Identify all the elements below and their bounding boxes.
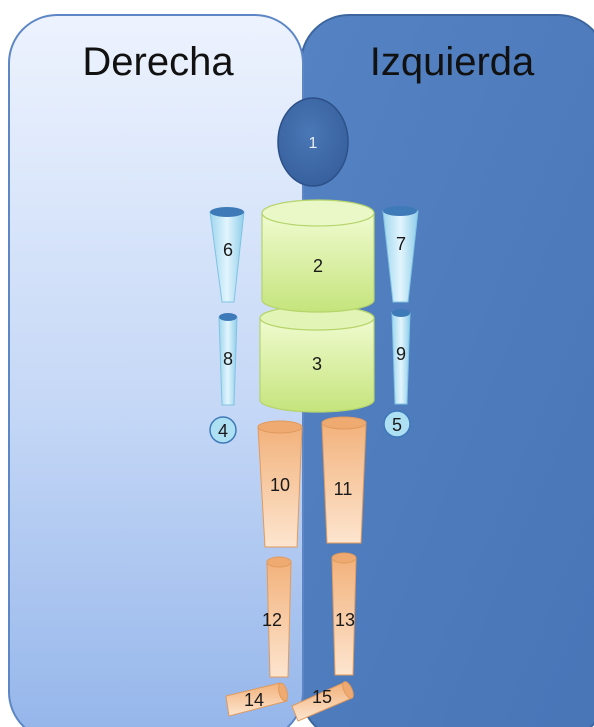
segment-4-right-hand: 4 xyxy=(209,416,237,444)
segment-2-label: 2 xyxy=(313,256,323,276)
segment-10-right-thigh: 10 xyxy=(257,420,303,548)
segment-12-label: 12 xyxy=(262,610,282,630)
segment-3-lower-trunk: 3 xyxy=(259,305,375,413)
segment-14-label: 14 xyxy=(244,690,264,710)
segment-15-label: 15 xyxy=(312,687,332,707)
segment-4-label: 4 xyxy=(218,421,228,441)
segment-3-label: 3 xyxy=(312,354,322,374)
segment-7-label: 7 xyxy=(396,234,406,254)
segment-13-label: 13 xyxy=(335,610,355,630)
segment-1-label: 1 xyxy=(309,135,318,152)
segment-6-label: 6 xyxy=(223,240,233,260)
segment-11-left-thigh: 11 xyxy=(321,416,367,544)
segment-1-head: 1 xyxy=(277,97,349,187)
segment-5-label: 5 xyxy=(392,415,402,435)
segment-7-left-upper-arm: 7 xyxy=(382,206,419,303)
segment-15-left-foot: 15 xyxy=(291,681,354,722)
segment-12-right-shank: 12 xyxy=(262,556,292,678)
segment-9-left-forearm: 9 xyxy=(391,309,411,405)
segment-8-right-forearm: 8 xyxy=(218,313,238,406)
segment-5-left-hand: 5 xyxy=(383,410,411,438)
segment-14-right-foot: 14 xyxy=(225,682,289,717)
segment-11-label: 11 xyxy=(334,479,353,499)
segment-10-label: 10 xyxy=(270,475,290,495)
segment-13-left-shank: 13 xyxy=(331,552,357,676)
segment-8-label: 8 xyxy=(223,349,233,369)
segment-2-upper-trunk: 2 xyxy=(261,199,375,313)
segment-9-label: 9 xyxy=(396,344,406,364)
segment-6-right-upper-arm: 6 xyxy=(209,207,245,303)
left-side-title: Izquierda xyxy=(370,40,535,84)
right-side-title: Derecha xyxy=(82,40,234,84)
right-side-panel xyxy=(8,14,304,727)
